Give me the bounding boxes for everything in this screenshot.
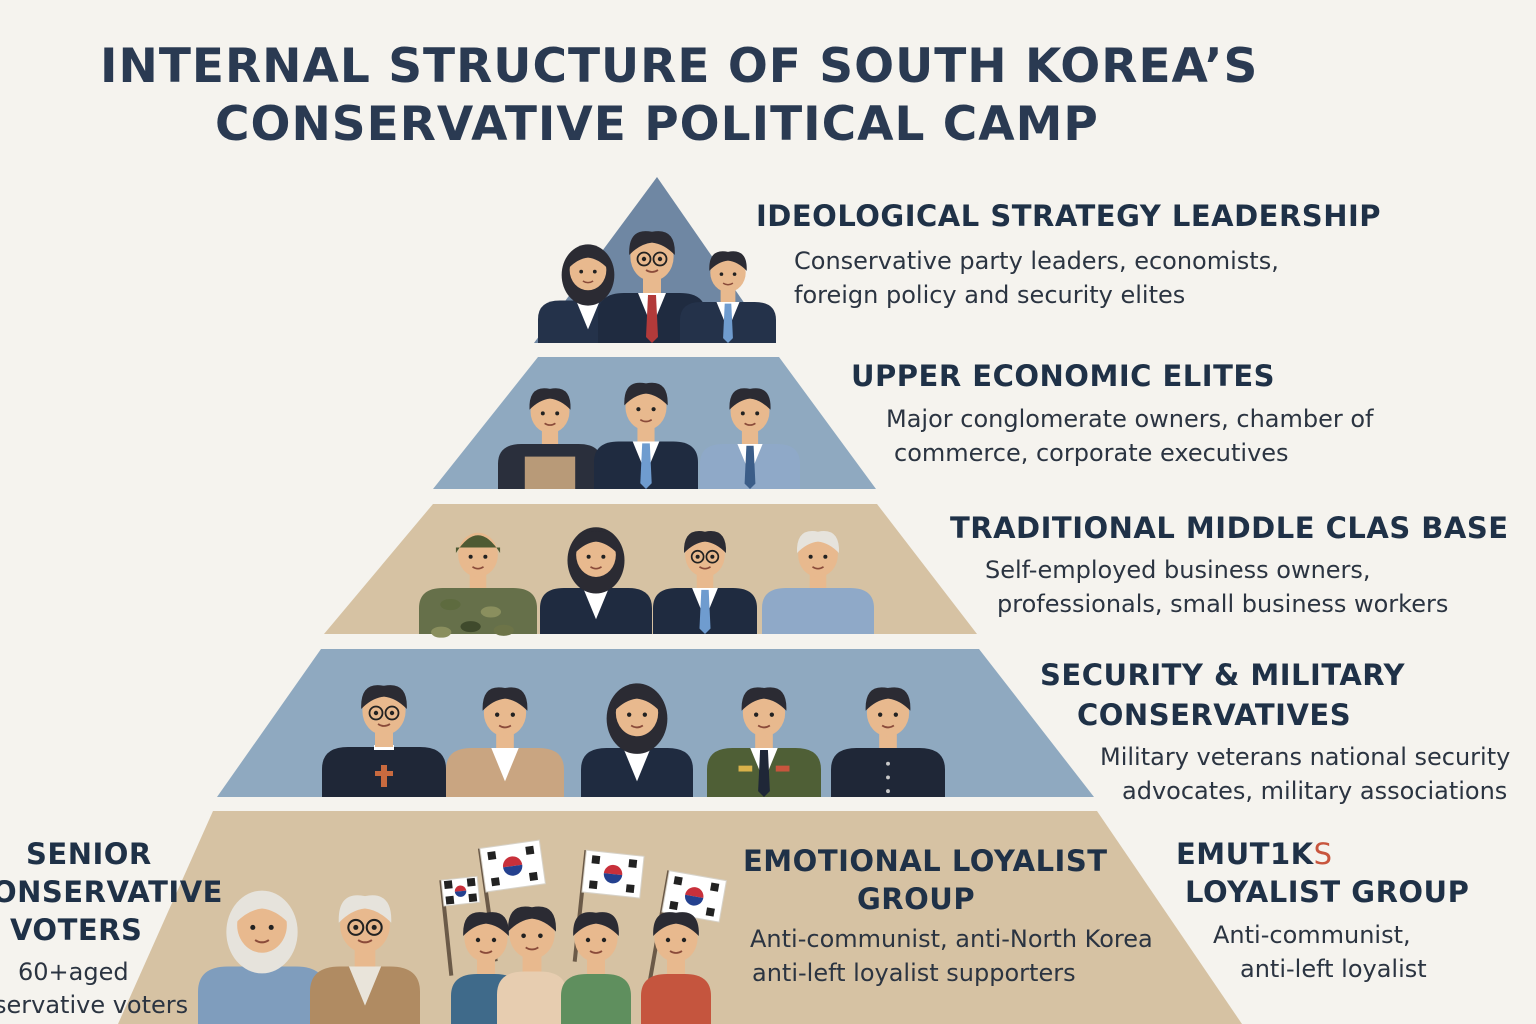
person-man-suit: [594, 382, 698, 489]
title-line-2: CONSERVATIVE POLITICAL CAMP: [215, 97, 1099, 152]
tier-middle-desc-1: Self-employed business owners,: [985, 556, 1371, 584]
tier-security-desc-2: advocates, military associations: [1122, 777, 1508, 805]
tier-ideological-desc-2: foreign policy and security elites: [794, 281, 1186, 309]
person-senior-man-glasses: [310, 895, 420, 1024]
person-woman-dark-suit: [581, 683, 693, 797]
person-crowd-4: [641, 912, 711, 1024]
side-right-desc-1: Anti-communist,: [1213, 921, 1411, 949]
side-right-heading-1: EMUT1KS: [1176, 835, 1333, 873]
person-soldier-camo: [419, 532, 537, 638]
side-left-heading-1: SENIOR: [26, 837, 152, 871]
person-woman-suit: [540, 527, 652, 634]
side-right-heading-accent: S: [1313, 837, 1333, 871]
side-right-heading-2: LOYALIST GROUP: [1185, 875, 1470, 909]
tier-emotional-heading-1: EMOTIONAL LOYALIST: [743, 844, 1108, 878]
tier-emotional-desc-2: anti-left loyalist supporters: [752, 959, 1076, 987]
person-man-glasses-red-tie: [598, 231, 706, 343]
flag-small-left: [439, 875, 481, 976]
tier-ideological-heading: IDEOLOGICAL STRATEGY LEADERSHIP: [756, 199, 1382, 233]
person-man-blue-tie: [680, 251, 776, 343]
person-man-apron: [498, 388, 602, 489]
person-man-dark-jacket: [831, 687, 945, 797]
person-man-blue-shirt: [700, 388, 800, 489]
side-left-desc-2: servative voters: [0, 991, 189, 1019]
person-man-tan-sweater: [446, 687, 564, 797]
tier-security-desc-1: Military veterans national security: [1100, 743, 1511, 771]
tier-economic-desc-2: commerce, corporate executives: [894, 439, 1289, 467]
person-man-glasses-suit: [653, 531, 757, 634]
tier-economic-desc-1: Major conglomerate owners, chamber of: [886, 405, 1374, 433]
side-left-desc-1: 60+aged: [18, 958, 129, 986]
tier-economic-heading: UPPER ECONOMIC ELITES: [851, 359, 1276, 393]
tier-security-heading-1: SECURITY & MILITARY: [1040, 658, 1406, 692]
person-elder-blue-shirt: [762, 531, 874, 634]
side-left-heading-3: VOTERS: [10, 913, 143, 947]
tier-ideological-desc-1: Conservative party leaders, economists,: [794, 247, 1279, 275]
person-crowd-2: [497, 906, 567, 1024]
tier-security-heading-2: CONSERVATIVES: [1077, 698, 1352, 732]
tier-emotional-heading-2: GROUP: [857, 882, 976, 916]
person-priest-glasses: [322, 685, 446, 797]
person-crowd-3: [561, 912, 631, 1024]
side-right-desc-2: anti-left loyalist: [1240, 955, 1427, 983]
flag-center-right: [572, 849, 645, 962]
side-right-heading-glitch: EMUT1K: [1176, 837, 1314, 871]
person-senior-woman: [198, 890, 326, 1024]
tier-middle-heading: TRADITIONAL MIDDLE CLAS BASE: [950, 511, 1509, 545]
flag-center-left: [477, 839, 546, 962]
title-line-1: INTERNAL STRUCTURE OF SOUTH KOREA’S: [100, 39, 1259, 94]
side-left-heading-2: ONSERVATIVE: [0, 875, 223, 909]
tier-emotional-desc-1: Anti-communist, anti-North Korea: [750, 925, 1153, 953]
tier-middle-desc-2: professionals, small business workers: [997, 590, 1449, 618]
person-officer-green-uniform: [707, 687, 821, 797]
